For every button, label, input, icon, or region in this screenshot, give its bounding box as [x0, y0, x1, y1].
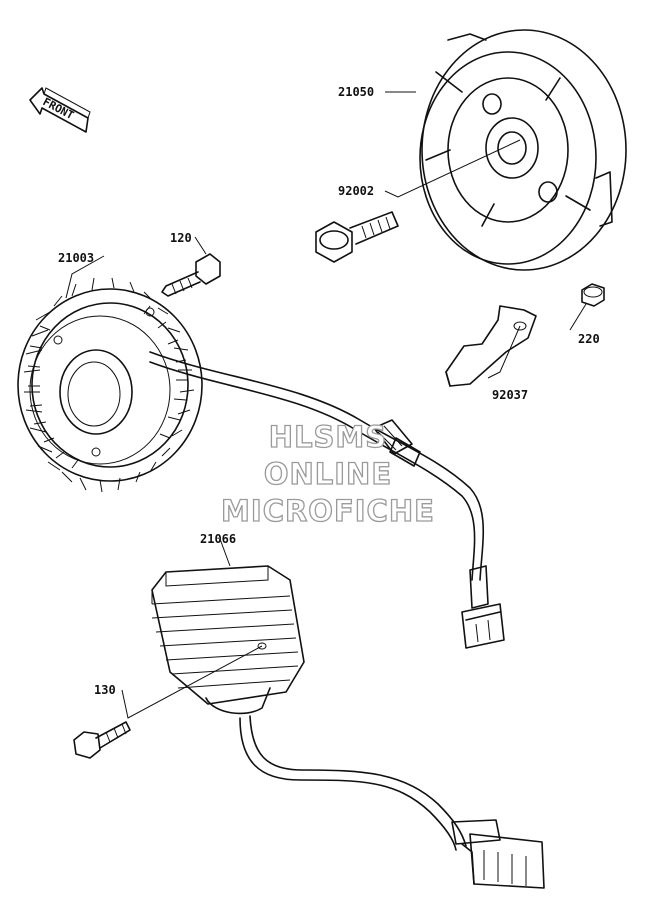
flywheel-rotor [419, 29, 627, 271]
front-arrow-icon: FRONT [29, 87, 91, 133]
label-flywheel: 21050 [338, 85, 374, 99]
flywheel-bolt [315, 211, 399, 263]
part-labels: 21050 92002 21003 120 92037 220 21066 13… [58, 85, 600, 697]
regulator-bolt [73, 721, 131, 759]
stator-windings [23, 277, 195, 493]
regulator-connector [451, 819, 545, 889]
label-stator: 21003 [58, 251, 94, 265]
label-regulator: 21066 [200, 532, 236, 546]
label-flywheel-bolt: 92002 [338, 184, 374, 198]
watermark-line-1: HLSMS [269, 420, 387, 454]
stator-connector [461, 565, 505, 649]
stator [17, 277, 203, 493]
stator-bolt [161, 253, 221, 297]
label-stator-bolt: 120 [170, 231, 192, 245]
wire-coupler [373, 419, 421, 467]
watermark: HLSMS ONLINE MICROFICHE [220, 419, 435, 528]
bracket [445, 305, 537, 387]
label-regulator-bolt: 130 [94, 683, 116, 697]
regulator [151, 565, 305, 715]
watermark-line-3: MICROFICHE [221, 494, 435, 528]
front-label: FRONT [41, 95, 77, 122]
label-bracket-bolt: 220 [578, 332, 600, 346]
regulator-harness [239, 715, 467, 851]
bracket-bolt [581, 283, 605, 307]
watermark-line-2: ONLINE [264, 457, 392, 491]
leader-lines [65, 91, 587, 719]
label-bracket: 92037 [492, 388, 528, 402]
